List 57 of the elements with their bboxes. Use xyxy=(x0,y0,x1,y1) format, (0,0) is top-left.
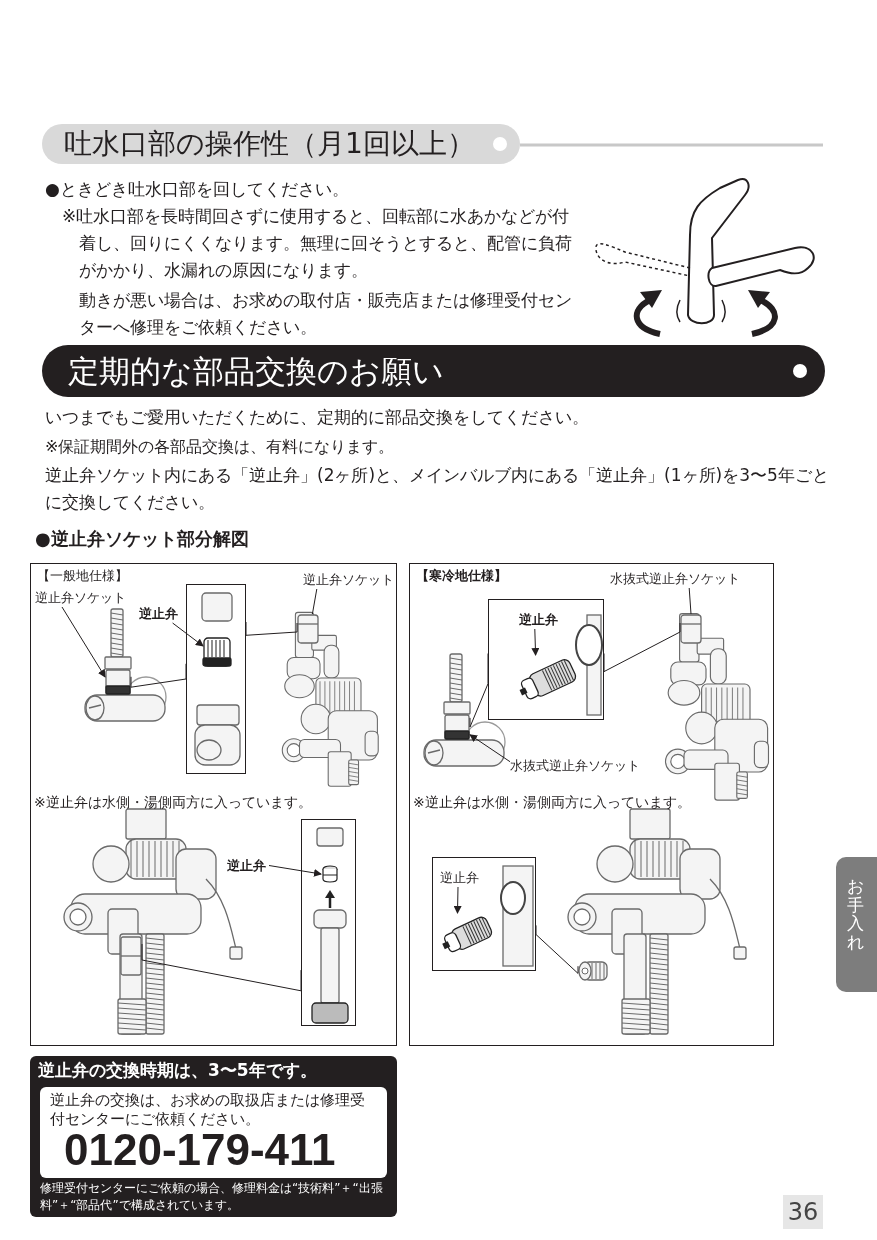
check-valve-drawing xyxy=(203,637,231,667)
instruction-text: 動きが悪い場合は、お求めの取付店・販売店または修理受付センターへ修理をご依頼ください。 xyxy=(79,289,573,339)
leader-arrow xyxy=(61,606,106,678)
callout-label: 逆止弁 xyxy=(227,856,269,875)
callout-label: 逆止弁 xyxy=(139,604,181,623)
leader-arrow xyxy=(453,886,462,914)
panel-note: ※逆止弁は水側・湯側両方に入っています。 xyxy=(413,793,692,812)
caution-note: ※吐水口部を長時間回さずに使用すると、回転部に水あかなどが付着し、回りにくくなります。無理に回そうとすると、配管に負荷がかかり、水漏れの原因になります。 xyxy=(62,205,573,282)
callout-label: 逆止弁ソケット xyxy=(303,570,395,589)
page-number: 36 xyxy=(783,1195,823,1229)
intro-text: いつまでもご愛用いただくために、定期的に部品交換をしてください。 xyxy=(45,406,590,429)
tab-label: お手入れ xyxy=(847,877,864,952)
leader-line xyxy=(688,587,692,615)
magnified-inset xyxy=(301,819,356,1026)
socket-drawing xyxy=(680,614,702,644)
leader-line xyxy=(311,588,318,615)
notice-heading: 逆止弁の交換時期は、3〜5年です。 xyxy=(38,1059,318,1082)
callout-label: 逆止弁ソケット xyxy=(35,588,125,607)
magnified-inset xyxy=(488,599,604,720)
diagram-panel xyxy=(30,563,397,1046)
socket-drawing xyxy=(444,714,470,740)
panel-title: 【寒冷地仕様】 xyxy=(416,567,507,585)
panel-note: ※逆止弁は水側・湯側両方に入っています。 xyxy=(34,793,313,812)
instruction-text: 逆止弁ソケット内にある「逆止弁」(2ヶ所)と、メインバルブ内にある「逆止弁」(1ヶ所)を3〜5年ごとに交換してください。 xyxy=(45,464,830,514)
leader-line xyxy=(469,653,489,728)
banner-heading: 定期的な部品交換のお願い xyxy=(68,352,444,391)
instruction-text: ●ときどき吐水口部を回してください。 xyxy=(45,178,350,201)
callout-label: 水抜式逆止弁ソケット xyxy=(510,756,642,775)
leader-arrow xyxy=(172,622,204,647)
leader-line xyxy=(535,924,579,974)
socket-drawing xyxy=(105,669,131,695)
notice-panel xyxy=(30,1056,397,1217)
valve-pipe-drawing xyxy=(120,936,142,976)
section-banner xyxy=(42,345,825,397)
leader-line xyxy=(141,943,302,992)
caution-note: ※保証期間外の各部品交換は、有料になります。 xyxy=(45,436,396,458)
leader-arrow xyxy=(268,865,322,877)
notice-footnote: 修理受付センターにご依頼の場合、修理料金は“技術料”＋“出張料”＋“部品代”で構成されています。 xyxy=(40,1180,384,1214)
leader-line xyxy=(603,622,681,673)
callout-label: 逆止弁 xyxy=(440,868,485,887)
check-valve-drawing xyxy=(321,865,339,883)
side-tab xyxy=(836,857,877,992)
section-heading: 吐水口部の操作性（月1回以上） xyxy=(64,126,475,162)
leader-arrow xyxy=(531,628,540,656)
leader-line xyxy=(130,663,187,688)
section-subheading: ●逆止弁ソケット部分解図 xyxy=(35,527,250,551)
callout-label: 逆止弁 xyxy=(519,610,564,629)
diagram-panel xyxy=(409,563,774,1046)
magnified-inset xyxy=(432,857,536,971)
callout-label: 水抜式逆止弁ソケット xyxy=(610,569,742,588)
fitting-drawing xyxy=(578,959,608,983)
leader-line xyxy=(245,621,298,636)
section-header-pill xyxy=(42,124,520,164)
panel-title: 【一般地仕様】 xyxy=(37,567,128,585)
magnified-inset xyxy=(186,584,246,774)
contact-card xyxy=(40,1087,387,1178)
socket-drawing xyxy=(297,614,319,644)
